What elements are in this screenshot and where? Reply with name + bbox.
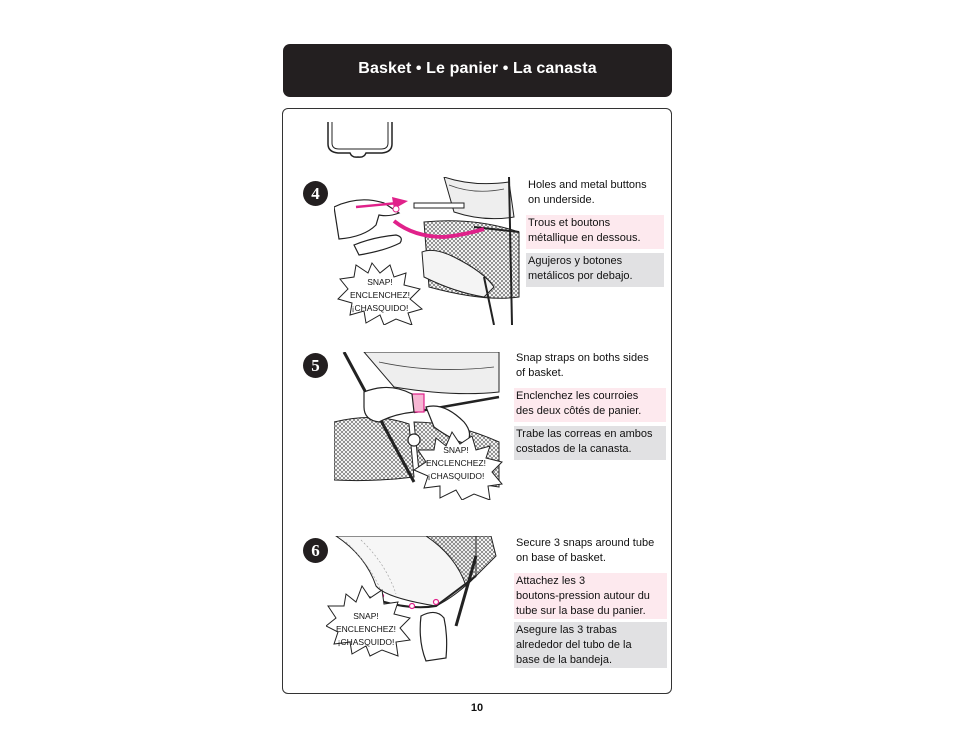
basket-handle-illustration xyxy=(327,122,393,158)
step-5-snap-line-2: ENCLENCHEZ! xyxy=(426,458,486,468)
step-4-illustration: SNAP! ENCLENCHEZ! ¡CHASQUIDO! xyxy=(334,177,520,325)
step-5-illustration: SNAP! ENCLENCHEZ! ¡CHASQUIDO! xyxy=(334,352,503,500)
step-6-snap-line-3: ¡CHASQUIDO! xyxy=(338,637,395,647)
step-4-snap-line-1: SNAP! xyxy=(367,277,393,287)
step-5-number: 5 xyxy=(303,353,328,378)
section-title: Basket • Le panier • La canasta xyxy=(358,60,597,77)
section-header: Basket • Le panier • La canasta xyxy=(283,44,672,97)
page-number: 10 xyxy=(470,702,484,714)
step-6-illustration: SNAP! ENCLENCHEZ! ¡CHASQUIDO! xyxy=(326,536,497,662)
step-6-snap-line-1: SNAP! xyxy=(353,611,379,621)
step-4-number: 4 xyxy=(303,181,328,206)
step-5-snap-line-3: ¡CHASQUIDO! xyxy=(428,471,485,481)
step-5-snap-line-1: SNAP! xyxy=(443,445,469,455)
step-4-snap-line-3: ¡CHASQUIDO! xyxy=(352,303,409,313)
step-6-snap-line-2: ENCLENCHEZ! xyxy=(336,624,396,634)
step-6-number: 6 xyxy=(303,538,328,563)
step-4-snap-line-2: ENCLENCHEZ! xyxy=(350,290,410,300)
